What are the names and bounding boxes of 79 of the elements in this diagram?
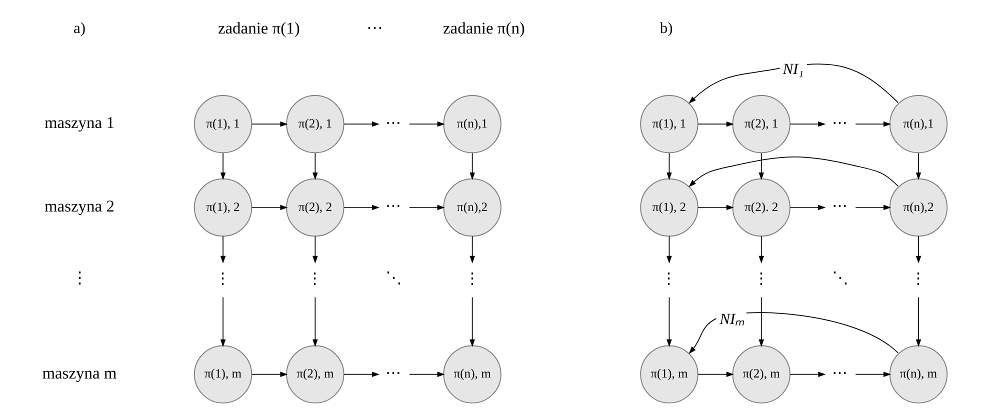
arrow <box>344 204 380 210</box>
arrow <box>688 312 899 354</box>
node-circle: π(n), m <box>443 345 502 404</box>
arrow <box>666 236 672 264</box>
label: maszyna m <box>42 363 117 382</box>
label: ⋯ <box>366 18 382 38</box>
arrow <box>251 121 288 127</box>
arrow <box>688 156 899 188</box>
node-circle: π(2), m <box>732 345 790 404</box>
node-text: ⋯ <box>832 198 848 216</box>
node-text: ⋮ <box>753 270 770 288</box>
arrow <box>470 296 475 348</box>
node-text: ⋮ <box>910 270 927 288</box>
node-text: ⋮ <box>661 270 678 288</box>
edge-label: NI₁ <box>782 60 804 78</box>
arrow <box>698 372 734 377</box>
arrow <box>408 204 445 210</box>
arrow <box>312 236 318 264</box>
arrow <box>758 296 764 348</box>
node-text: ⋯ <box>386 114 402 132</box>
arrow <box>855 372 892 377</box>
node-circle: π(n),1 <box>443 94 502 154</box>
node-text: ⋯ <box>386 198 402 216</box>
node-text: ⋯ <box>832 114 848 132</box>
node-circle: π(1), 2 <box>194 178 252 237</box>
arrow <box>666 296 672 348</box>
label: maszyna 2 <box>44 196 114 216</box>
node-text: ⋮ <box>307 270 324 288</box>
node-circle: π(2), 2 <box>286 178 344 237</box>
node-text: ⋯ <box>832 365 848 382</box>
arrow <box>855 121 892 127</box>
arrow <box>666 152 672 180</box>
arrow <box>758 152 764 180</box>
label: ⋮ <box>71 268 88 288</box>
node-circle: π(1), 1 <box>194 94 252 154</box>
arrow <box>470 236 475 264</box>
node-circle: π(2), 1 <box>286 94 344 154</box>
arrow <box>916 296 922 348</box>
node-circle: π(n),2 <box>443 178 502 237</box>
arrow <box>698 204 734 210</box>
arrow <box>344 121 380 127</box>
node-circle: π(n),2 <box>889 178 948 237</box>
node-circle: π(n), m <box>889 345 948 404</box>
arrow <box>790 204 826 210</box>
arrow <box>790 121 826 127</box>
label: ⋱ <box>386 268 402 288</box>
arrow <box>251 204 288 210</box>
arrow <box>855 204 892 210</box>
node-text: ⋮ <box>464 270 480 288</box>
arrow <box>470 152 475 180</box>
arrow <box>251 372 288 377</box>
arrow <box>344 372 380 377</box>
label: maszyna 1 <box>44 113 114 132</box>
arrow <box>220 236 226 264</box>
arrow <box>916 152 922 180</box>
arrow <box>220 296 226 348</box>
arrow <box>916 236 922 264</box>
node-circle: π(2), m <box>286 345 344 404</box>
label: zadanie π(n) <box>442 18 525 38</box>
arrow <box>408 372 445 377</box>
label: b) <box>660 20 673 38</box>
arrow <box>758 236 764 264</box>
arrow <box>312 152 318 180</box>
node-circle: π(2), 1 <box>732 94 790 154</box>
label: zadanie π(1) <box>218 18 300 38</box>
arrow <box>312 296 318 348</box>
node-text: ⋮ <box>215 270 232 288</box>
label: a) <box>73 20 86 38</box>
arrow <box>220 152 226 180</box>
node-circle: π(n),1 <box>889 94 948 154</box>
label: ⋱ <box>832 268 848 288</box>
arrow <box>698 121 734 127</box>
node-circle: π(1), m <box>194 345 252 404</box>
arrow <box>688 64 899 104</box>
node-circle: π(2). 2 <box>732 178 790 237</box>
node-text: ⋯ <box>386 365 402 382</box>
edge-label: NIₘ <box>720 311 744 328</box>
arrow <box>790 372 826 377</box>
arrow <box>408 121 445 127</box>
